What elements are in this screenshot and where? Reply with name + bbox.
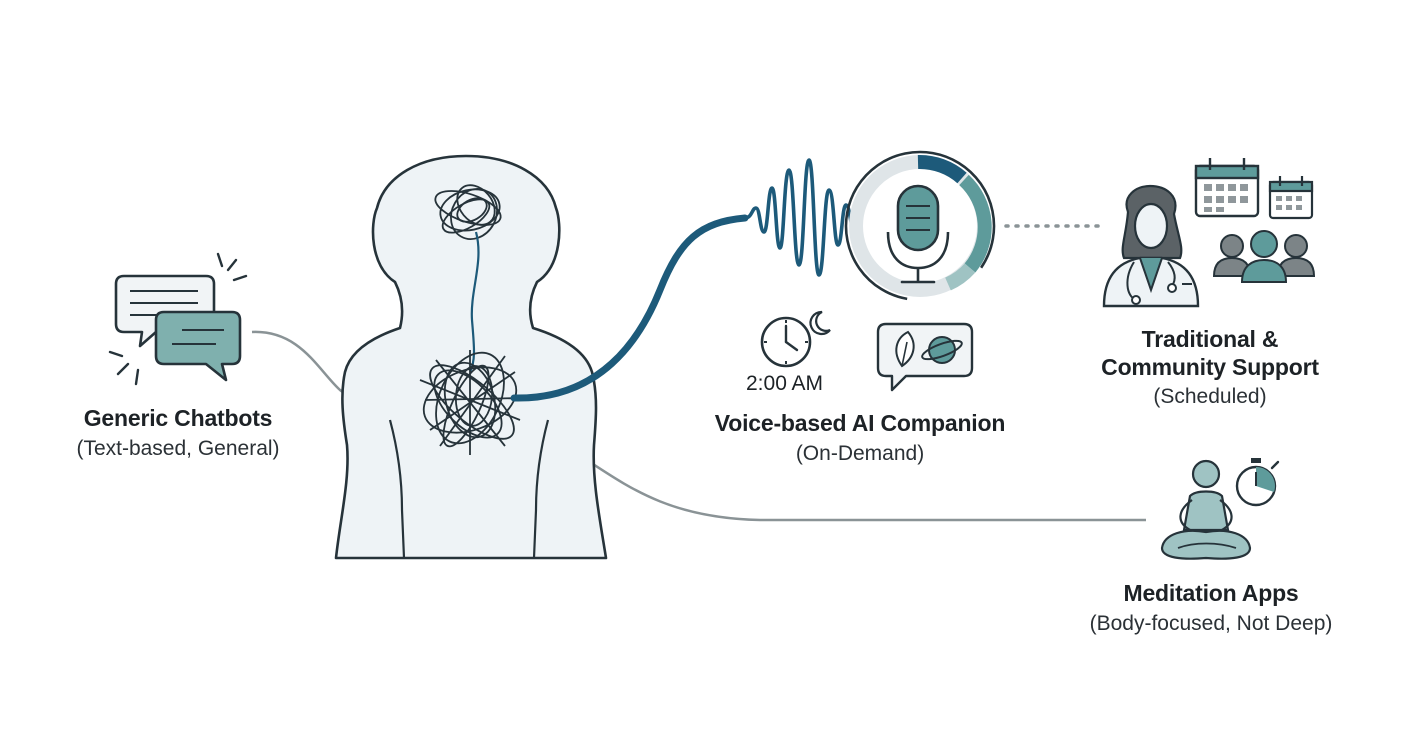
progress-arc-dark: [917, 155, 967, 184]
nerve-line: [468, 231, 480, 373]
group-people-icon: [1212, 230, 1316, 283]
chat-bubbles-icon: [108, 252, 248, 386]
voice-subtitle: (On-Demand): [795, 441, 925, 465]
left-arm-line: [388, 419, 406, 559]
traditional-title-line1: Traditional &: [1141, 326, 1279, 352]
progress-arc-teal: [959, 174, 992, 273]
microphone-icon: [844, 150, 996, 302]
sound-wave: [743, 158, 868, 277]
meditation-subtitle: (Body-focused, Not Deep): [1089, 611, 1333, 635]
chatbots-subtitle: (Text-based, General): [76, 436, 280, 460]
meditation-label: Meditation Apps (Body-focused, Not Deep): [1066, 580, 1356, 636]
voice-cable: [510, 214, 749, 402]
planet-icon: [921, 336, 963, 364]
person-figure: [334, 154, 608, 560]
clock-moon-icon: [760, 310, 831, 368]
meditation-icon: [1160, 459, 1252, 560]
voice-title: Voice-based AI Companion: [714, 410, 1006, 436]
chest-tangle: [419, 350, 523, 455]
calendar-icon-small: [1268, 176, 1314, 220]
stopwatch-icon: [1235, 458, 1280, 507]
chatbots-label: Generic Chatbots (Text-based, General): [48, 405, 308, 461]
doctor-icon: [1102, 184, 1200, 308]
calendar-icon-large: [1194, 158, 1260, 218]
traditional-label: Traditional & Community Support (Schedul…: [1080, 326, 1340, 409]
brain-tangle: [434, 184, 502, 240]
meditation-title: Meditation Apps: [1123, 580, 1299, 606]
clock-time-text: 2:00 AM: [746, 372, 824, 395]
progress-arc-light: [944, 263, 976, 291]
traditional-title-line2: Community Support: [1101, 353, 1319, 380]
leaf-planet-bubble-icon: [876, 322, 974, 392]
traditional-subtitle: (Scheduled): [1153, 385, 1267, 409]
chatbots-title: Generic Chatbots: [83, 405, 273, 431]
person-silhouette: [334, 154, 608, 560]
voice-label: Voice-based AI Companion (On-Demand): [690, 410, 1030, 466]
right-arm-line: [532, 419, 550, 559]
